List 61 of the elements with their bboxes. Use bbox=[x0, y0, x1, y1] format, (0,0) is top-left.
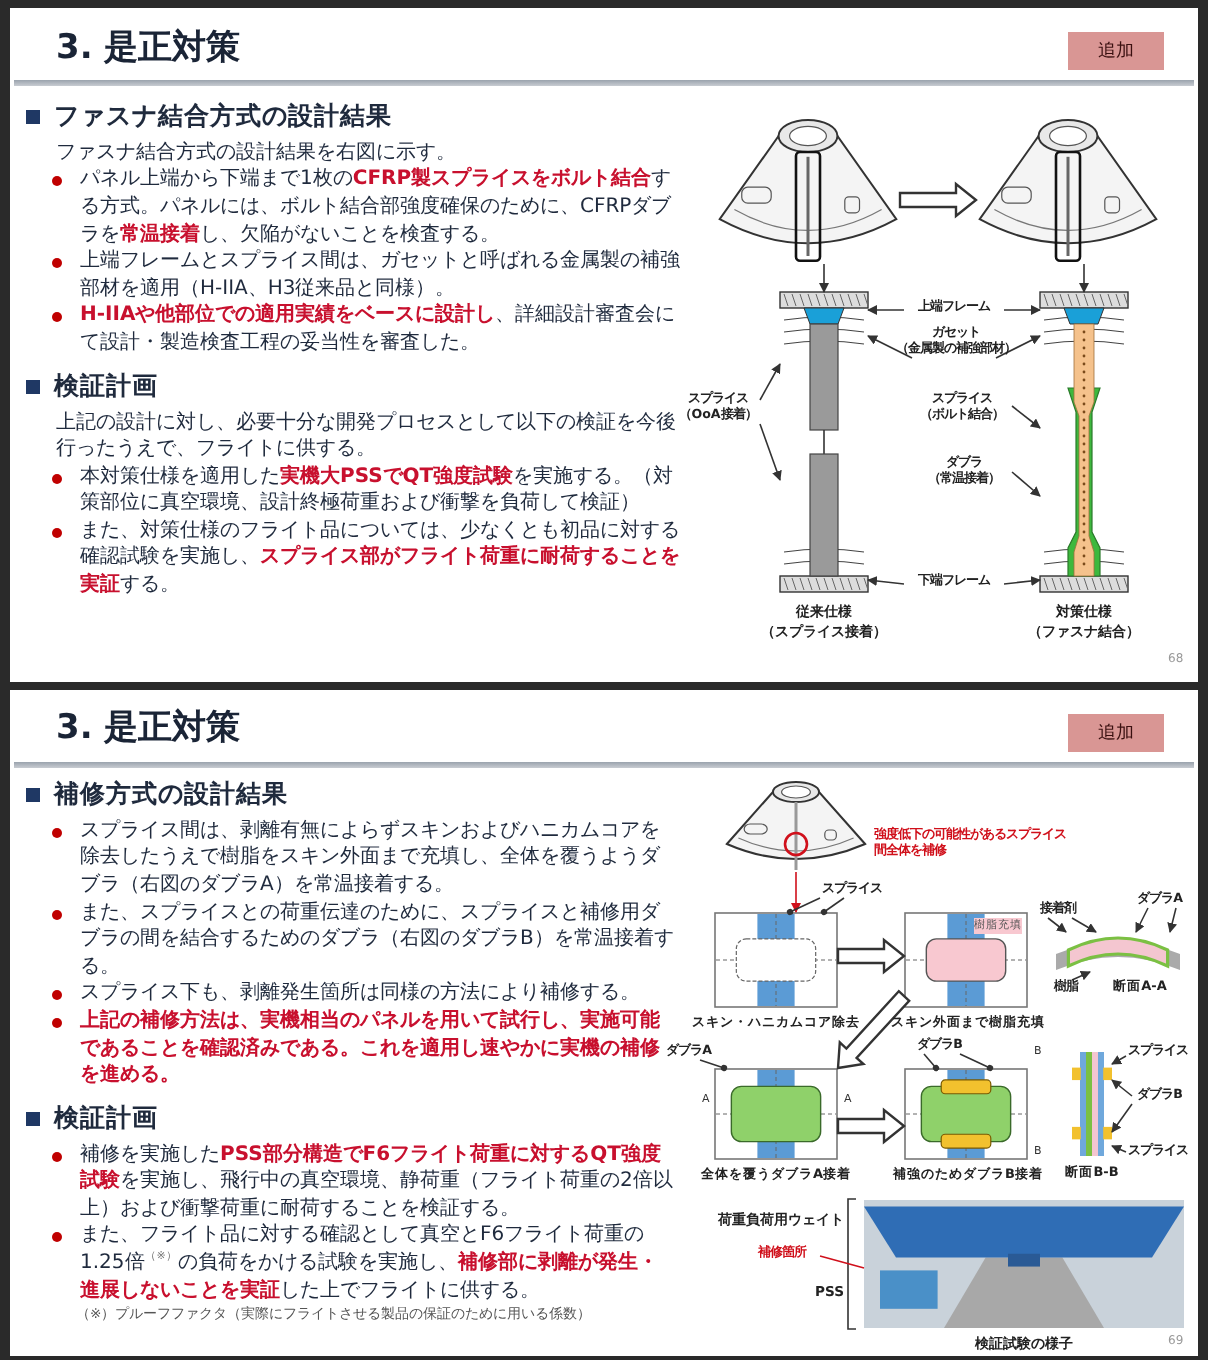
leader-line bbox=[959, 1053, 994, 1072]
leader-line bbox=[923, 1053, 940, 1072]
section-heading: 補修方式の設計結果 bbox=[24, 778, 676, 812]
bullet-item: スプライス間は、剥離有無によらずスキンおよびハニカムコアを除去したうえで樹脂をスキン外面まで充填し、全体を覆うようダブラ（右図のダブラA）を常温接着する。 bbox=[24, 817, 676, 900]
leader-line bbox=[1011, 471, 1041, 497]
cross-section-drawing bbox=[780, 292, 868, 592]
section-drawing bbox=[1072, 1052, 1112, 1156]
section-heading: 検証計画 bbox=[24, 369, 690, 403]
section-heading: ファスナ結合方式の設計結果 bbox=[24, 100, 690, 134]
leader-line bbox=[1011, 405, 1041, 429]
leader-line bbox=[1003, 576, 1041, 586]
bullet-item: また、フライト品に対する確認として真空とF6フライト荷重の1.25倍$^{（※）}$の負荷をかける試験を実施し、補修部に剥離が発生・進展しないことを実証した上でフライトに供する。 bbox=[24, 1222, 676, 1305]
leader-line bbox=[759, 363, 781, 401]
bullet-item: 上端フレームとスプライス間は、ガセットと呼ばれる金属製の補強部材を適用（H-IIA、H3従来品と同様）。 bbox=[24, 248, 690, 303]
leader-line bbox=[1071, 917, 1097, 933]
leader-line bbox=[1047, 917, 1067, 933]
leader-line bbox=[1167, 907, 1178, 933]
bullet-item: パネル上端から下端まで1枚のCFRP製スプライスをボルト結合する方式。パネルには、ボルト結合部強度確保のために、CFRPダブラを常温接着し、欠陥がないことを検査する。 bbox=[24, 166, 690, 249]
repair-step-drawing bbox=[714, 912, 838, 1008]
block-arrow bbox=[898, 181, 978, 219]
arrow bbox=[1079, 263, 1089, 293]
leader-line bbox=[1111, 1144, 1127, 1155]
slide-title: 3. 是正対策 bbox=[56, 706, 243, 750]
leader-line bbox=[867, 335, 913, 359]
bullet-item: 補修を実施したPSS部分構造でF6フライト荷重に対するQT強度試験を実施し、飛行中の真空環境、静荷重（フライト荷重の2倍以上）および衝撃荷重に耐荷することを検証する。 bbox=[24, 1141, 676, 1223]
status-badge: 追加 bbox=[1068, 32, 1164, 70]
bullet-item: H-IIAや他部位での適用実績をベースに設計し、詳細設計審査会にて設計・製造検査工程の妥当性を審査した。 bbox=[24, 302, 690, 358]
leader-line bbox=[867, 576, 905, 586]
status-badge: 追加 bbox=[1068, 714, 1164, 752]
leader-line bbox=[1135, 907, 1149, 933]
leader-line bbox=[1111, 1103, 1133, 1133]
arrow bbox=[791, 871, 801, 913]
test-photo bbox=[864, 1200, 1184, 1328]
leader-line bbox=[820, 897, 845, 916]
paragraph: 上記の設計に対し、必要十分な開発プロセスとして以下の検証を今後行ったうえで、フライトに供する。 bbox=[54, 409, 678, 464]
slide-title: 3. 是正対策 bbox=[56, 26, 243, 70]
leader-line bbox=[699, 1059, 728, 1072]
bullet-item: スプライス下も、剥離発生箇所は同様の方法により補修する。 bbox=[24, 980, 676, 1009]
block-arrow bbox=[836, 937, 906, 975]
leader-line bbox=[995, 335, 1041, 359]
repair-step-drawing bbox=[714, 1068, 838, 1160]
leader-line bbox=[1111, 1079, 1133, 1097]
block-arrow bbox=[836, 1107, 906, 1145]
bullet-item: また、スプライスとの荷重伝達のために、スプライスと補修用ダブラの間を結合するためのダブラ（右図のダブラB）を常温接着する。 bbox=[24, 899, 676, 981]
bullet-item: 本対策仕様を適用した実機大PSSでQT強度試験を実施する。（対策部位に真空環境、設計終極荷重および衝撃を負荷して検証） bbox=[24, 463, 690, 518]
bullet-item: また、対策仕様のフライト品については、少なくとも初品に対する確認試験を実施し、スプライス部がフライト荷重に耐荷することを実証する。 bbox=[24, 517, 690, 600]
leader-line bbox=[1003, 305, 1041, 315]
cross-section-drawing bbox=[1040, 292, 1128, 592]
leader-line bbox=[786, 897, 821, 916]
leader-line bbox=[867, 305, 905, 315]
repair-step-drawing bbox=[904, 1068, 1028, 1160]
paragraph: ファスナ結合方式の設計結果を右図に示す。 bbox=[54, 139, 458, 166]
leader-line bbox=[1071, 971, 1091, 981]
leader-line bbox=[759, 423, 782, 481]
repair-step-drawing bbox=[904, 912, 1028, 1008]
arrow bbox=[819, 263, 829, 293]
leader-line bbox=[819, 1255, 865, 1269]
section-drawing bbox=[1056, 932, 1180, 972]
section-heading: 検証計画 bbox=[24, 1101, 676, 1136]
leader-line bbox=[1111, 1055, 1127, 1065]
block-arrow bbox=[836, 989, 911, 1070]
